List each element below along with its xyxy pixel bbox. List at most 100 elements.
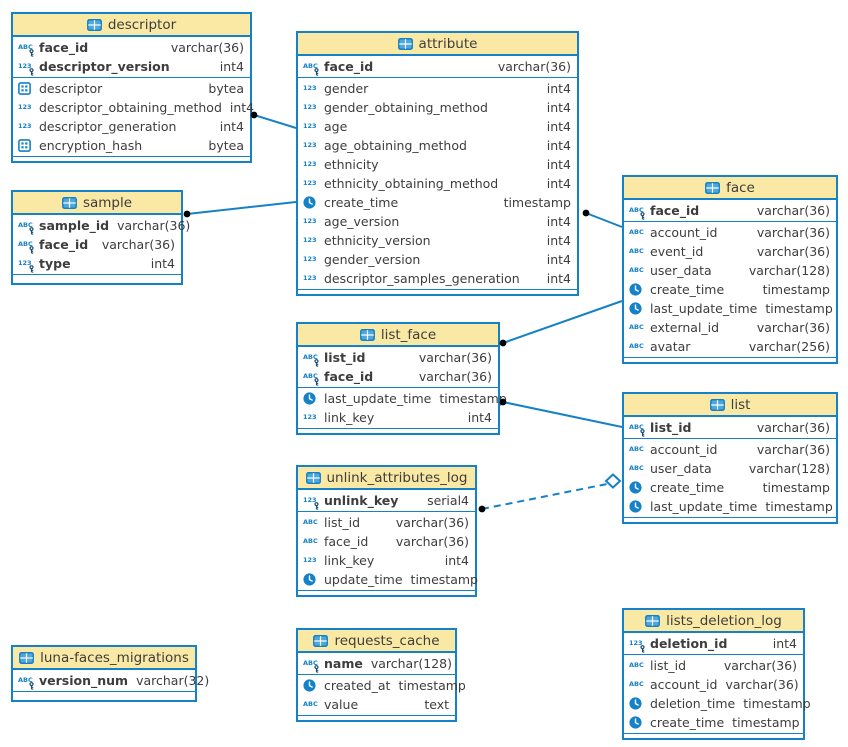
number-icon: 123 bbox=[303, 236, 317, 245]
relationship-line bbox=[502, 300, 623, 344]
table-header[interactable]: list bbox=[624, 394, 836, 417]
table-header[interactable]: face bbox=[624, 177, 836, 200]
table-icon bbox=[305, 471, 322, 485]
clock-icon bbox=[629, 302, 647, 316]
table-header[interactable]: requests_cache bbox=[298, 630, 455, 653]
table-header[interactable]: list_face bbox=[298, 324, 498, 347]
relationship-line bbox=[502, 401, 623, 428]
number-icon: 123 bbox=[303, 160, 317, 169]
table-title: list_face bbox=[380, 326, 437, 343]
number-icon: 123 bbox=[303, 217, 317, 226]
column-type: varchar(36) bbox=[497, 59, 571, 74]
column-name: user_data bbox=[650, 461, 712, 476]
text-key-icon: ABC bbox=[303, 657, 321, 673]
column-name: last_update_time bbox=[650, 499, 758, 514]
table-footer bbox=[624, 733, 803, 738]
text-icon: ABC bbox=[629, 228, 644, 237]
table-header[interactable]: descriptor bbox=[13, 14, 250, 37]
table-header[interactable]: luna-faces_migrations bbox=[13, 647, 195, 670]
text-icon: ABC bbox=[303, 537, 318, 546]
column-name: avatar bbox=[650, 339, 691, 354]
column-type: timestamp bbox=[439, 391, 507, 406]
table-title: unlink_attributes_log bbox=[326, 469, 468, 486]
column-type: varchar(36) bbox=[756, 244, 830, 259]
table-icon bbox=[359, 328, 376, 342]
text-key-icon: ABC bbox=[18, 238, 36, 254]
column-type: varchar(36) bbox=[395, 515, 469, 530]
column-type: varchar(32) bbox=[136, 673, 210, 688]
text-key-icon: ABC bbox=[629, 204, 647, 220]
table-header[interactable]: lists_deletion_log bbox=[624, 610, 803, 633]
column-name: created_at bbox=[324, 678, 391, 693]
table-header[interactable]: attribute bbox=[298, 33, 577, 56]
column-name: encryption_hash bbox=[39, 138, 143, 153]
column-type: timestamp bbox=[765, 499, 833, 514]
text-icon: ABC bbox=[629, 342, 644, 351]
table-footer bbox=[13, 156, 250, 161]
text-key-icon: ABC bbox=[303, 60, 321, 76]
table-header[interactable]: unlink_attributes_log bbox=[298, 467, 475, 490]
table-title: attribute bbox=[418, 35, 478, 52]
number-key-icon: 123 bbox=[303, 494, 321, 510]
number-icon: 123 bbox=[303, 556, 317, 565]
table-header[interactable]: sample bbox=[13, 192, 181, 215]
table-footer bbox=[298, 289, 577, 294]
column-name: face_id bbox=[324, 369, 374, 384]
table-title: face bbox=[726, 179, 755, 196]
number-icon: 123 bbox=[303, 122, 317, 131]
text-key-icon: ABC bbox=[18, 219, 36, 235]
table-title: sample bbox=[82, 194, 133, 211]
text-icon: ABC bbox=[629, 464, 644, 473]
table-footer bbox=[13, 274, 181, 283]
table-title: luna-faces_migrations bbox=[40, 649, 189, 666]
text-icon: ABC bbox=[303, 518, 318, 527]
edge-endpoint-dot bbox=[582, 209, 590, 217]
column-type: bytea bbox=[208, 138, 244, 153]
text-icon: ABC bbox=[303, 700, 318, 709]
clock-icon bbox=[629, 500, 647, 514]
number-icon: 123 bbox=[303, 103, 317, 112]
column-name: account_id bbox=[650, 225, 718, 240]
column-type: varchar(128) bbox=[748, 461, 830, 476]
column-type: varchar(36) bbox=[170, 40, 244, 55]
column-name: create_time bbox=[650, 282, 725, 297]
column-name: descriptor_version bbox=[39, 59, 170, 74]
